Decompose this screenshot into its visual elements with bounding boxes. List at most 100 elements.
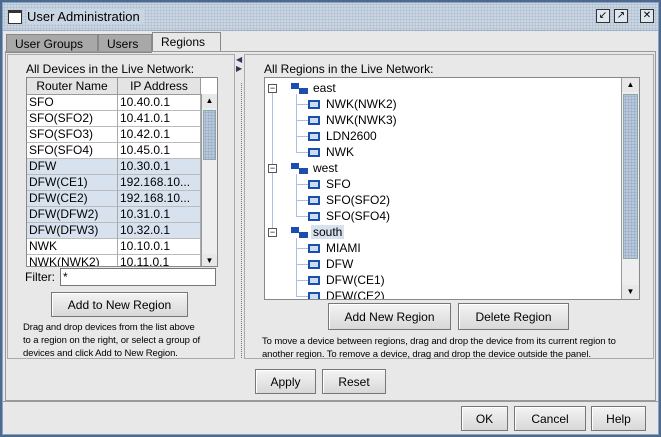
collapse-icon[interactable]: − xyxy=(268,227,277,237)
tree-device[interactable]: NWK(NWK2) xyxy=(308,96,397,112)
ip-address-cell: 10.40.0.1 xyxy=(118,95,201,111)
regions-tab-panel xyxy=(5,51,656,401)
scroll-up-icon[interactable]: ▲ xyxy=(202,94,217,108)
device-label: SFO xyxy=(326,177,351,191)
help-line: another region. To remove a device, drag… xyxy=(262,349,591,360)
tree-region-west[interactable]: west xyxy=(291,160,340,176)
delete-region-button[interactable]: Delete Region xyxy=(458,303,569,330)
tree-line xyxy=(296,174,297,216)
filter-input[interactable] xyxy=(60,268,216,286)
router-icon xyxy=(308,132,320,142)
reset-button[interactable]: Reset xyxy=(322,369,386,394)
device-label: DFW xyxy=(326,257,354,271)
router-icon xyxy=(308,212,320,222)
add-to-new-region-button[interactable]: Add to New Region xyxy=(51,292,188,317)
ip-address-cell: 10.41.0.1 xyxy=(118,111,201,127)
table-row[interactable]: DFW(CE2)192.168.10... xyxy=(27,191,201,207)
add-new-region-button[interactable]: Add New Region xyxy=(328,303,451,330)
tree-device[interactable]: NWK xyxy=(308,144,354,160)
table-row[interactable]: SFO(SFO4)10.45.0.1 xyxy=(27,143,201,159)
ip-address-cell: 192.168.10... xyxy=(118,191,201,207)
ok-button[interactable]: OK xyxy=(461,406,508,431)
column-header-router-name[interactable]: Router Name xyxy=(27,78,118,95)
table-row[interactable]: DFW(DFW2)10.31.0.1 xyxy=(27,207,201,223)
tree-device[interactable]: SFO xyxy=(308,176,351,192)
column-header-ip-address[interactable]: IP Address xyxy=(118,78,201,95)
scroll-down-icon[interactable]: ▼ xyxy=(622,285,639,299)
table-row[interactable]: NWK(NWK2)10.11.0.1 xyxy=(27,255,201,266)
tree-line xyxy=(296,200,308,201)
tree-device[interactable]: LDN2600 xyxy=(308,128,377,144)
router-name-cell: DFW(DFW2) xyxy=(27,207,118,223)
splitter-handle[interactable]: ◀▶ xyxy=(236,55,243,73)
scroll-thumb[interactable] xyxy=(623,94,638,259)
table-row[interactable]: SFO(SFO3)10.42.0.1 xyxy=(27,127,201,143)
tab-users[interactable]: Users xyxy=(98,34,152,53)
tree-device[interactable]: SFO(SFO2) xyxy=(308,192,390,208)
scroll-down-icon[interactable]: ▼ xyxy=(202,254,217,266)
tree-device[interactable]: DFW xyxy=(308,256,353,272)
tree-scrollbar[interactable]: ▲ ▼ xyxy=(621,78,639,299)
router-name-cell: SFO xyxy=(27,95,118,111)
devices-scrollbar[interactable]: ▲ ▼ xyxy=(201,94,217,266)
close-icon[interactable]: ✕ xyxy=(640,9,654,23)
tree-device[interactable]: DFW(CE2) xyxy=(308,288,385,299)
cancel-button[interactable]: Cancel xyxy=(514,406,586,431)
tree-line xyxy=(272,86,273,236)
tree-device[interactable]: MIAMI xyxy=(308,240,361,256)
tree-line xyxy=(296,280,308,281)
device-label: DFW(CE1) xyxy=(326,273,385,287)
region-network-icon xyxy=(291,82,308,95)
tab-user-groups[interactable]: User Groups xyxy=(6,34,98,53)
tab-regions[interactable]: Regions xyxy=(152,32,221,52)
maximize-icon[interactable]: ↗ xyxy=(614,9,628,23)
tree-device[interactable]: DFW(CE1) xyxy=(308,272,385,288)
router-icon xyxy=(308,100,320,110)
device-label: NWK xyxy=(326,145,354,159)
restore-icon[interactable]: ↙ xyxy=(596,9,610,23)
device-label: SFO(SFO4) xyxy=(326,209,391,223)
ip-address-cell: 10.11.0.1 xyxy=(118,255,201,266)
splitter[interactable] xyxy=(241,83,242,358)
ip-address-cell: 10.10.0.1 xyxy=(118,239,201,255)
regions-label: All Regions in the Live Network: xyxy=(264,62,434,76)
scroll-up-icon[interactable]: ▲ xyxy=(622,78,639,92)
router-icon xyxy=(308,180,320,190)
router-icon xyxy=(308,148,320,158)
ip-address-cell: 10.32.0.1 xyxy=(118,223,201,239)
scroll-thumb[interactable] xyxy=(203,110,216,160)
tree-region-south[interactable]: south xyxy=(291,224,345,240)
apply-button[interactable]: Apply xyxy=(255,369,316,394)
router-name-cell: NWK(NWK2) xyxy=(27,255,118,266)
region-network-icon xyxy=(291,226,308,239)
tree-line xyxy=(296,296,308,297)
tree-device[interactable]: NWK(NWK3) xyxy=(308,112,397,128)
tree-device[interactable]: SFO(SFO4) xyxy=(308,208,390,224)
help-line: to a region on the right, or select a gr… xyxy=(23,335,201,346)
table-row[interactable]: DFW(DFW3)10.32.0.1 xyxy=(27,223,201,239)
ip-address-cell: 192.168.10... xyxy=(118,175,201,191)
collapse-icon[interactable]: − xyxy=(268,83,277,93)
router-name-cell: DFW xyxy=(27,159,118,175)
help-line: devices and click Add to New Region. xyxy=(23,348,178,359)
table-row[interactable]: SFO(SFO2)10.41.0.1 xyxy=(27,111,201,127)
help-button[interactable]: Help xyxy=(591,406,646,431)
tree-line xyxy=(296,120,308,121)
router-name-cell: DFW(DFW3) xyxy=(27,223,118,239)
router-name-cell: SFO(SFO2) xyxy=(27,111,118,127)
router-name-cell: SFO(SFO3) xyxy=(27,127,118,143)
router-name-cell: NWK xyxy=(27,239,118,255)
tree-region-east[interactable]: east xyxy=(291,80,338,96)
ip-address-cell: 10.30.0.1 xyxy=(118,159,201,175)
device-label: NWK(NWK2) xyxy=(326,97,397,111)
title-bar[interactable]: User Administration ↙ ↗ ✕ xyxy=(3,3,658,31)
tree-line xyxy=(296,152,308,153)
table-row[interactable]: DFW(CE1)192.168.10... xyxy=(27,175,201,191)
collapse-icon[interactable]: − xyxy=(268,163,277,173)
device-label: NWK(NWK3) xyxy=(326,113,397,127)
